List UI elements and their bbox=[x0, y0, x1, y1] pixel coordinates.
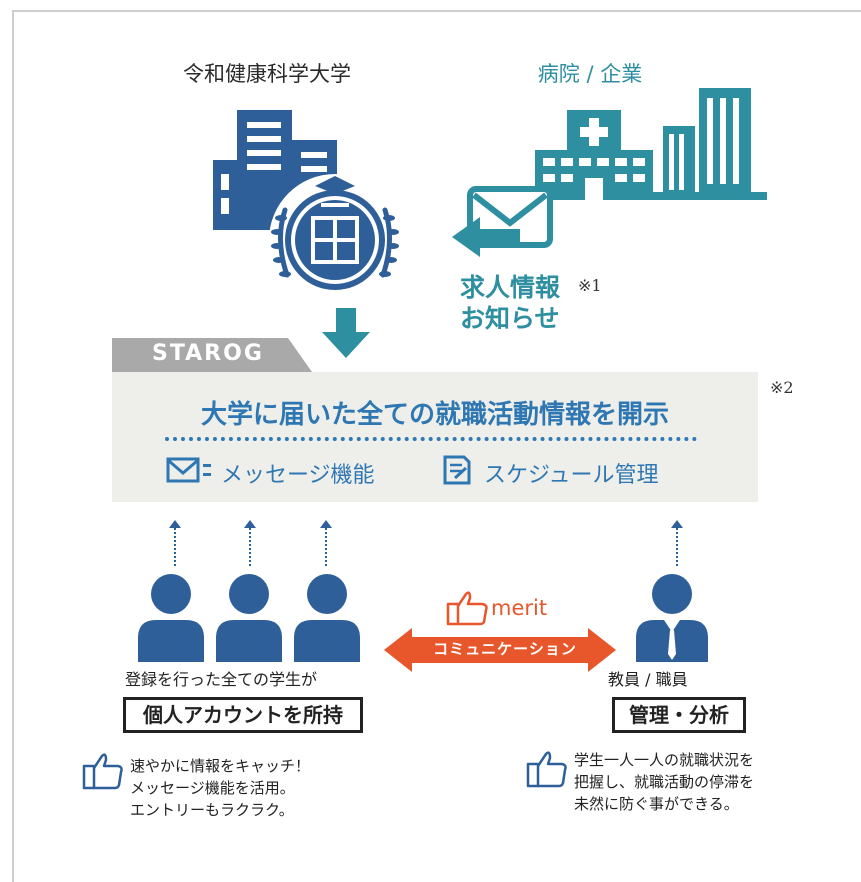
staff-label: 教員 / 職員 bbox=[608, 670, 688, 689]
staff-benefit-3: 未然に防ぐ事ができる。 bbox=[574, 795, 739, 813]
job-info-label: 求人情報 お知らせ bbox=[460, 272, 560, 334]
university-illustration bbox=[213, 110, 401, 306]
office-building-icon bbox=[645, 88, 767, 200]
merit-label: merit bbox=[491, 596, 548, 620]
students-benefit-1: 速やかに情報をキャッチ！ bbox=[130, 757, 311, 775]
panel-headline: 大学に届いた全ての就職活動情報を開示 bbox=[200, 400, 669, 430]
job-info-line2: お知らせ bbox=[460, 304, 560, 333]
starog-tab bbox=[112, 338, 312, 372]
staff-benefit-2: 把握し、就職活動の停滞を bbox=[574, 773, 755, 791]
arrow-left-icon bbox=[452, 217, 520, 257]
university-title: 令和健康科学大学 bbox=[183, 62, 351, 86]
thumbs-up-staff-icon bbox=[526, 751, 567, 788]
hospital-title: 病院 / 企業 bbox=[537, 62, 643, 86]
students-account-box: 個人アカウントを所持 bbox=[123, 697, 363, 733]
message-icon bbox=[166, 457, 211, 483]
up-arrow-student-2 bbox=[244, 520, 256, 568]
up-arrow-student-1 bbox=[169, 520, 181, 568]
down-arrow-icon bbox=[322, 308, 370, 358]
university-seal-icon bbox=[269, 174, 401, 306]
students-label: 登録を行った全ての学生が bbox=[125, 670, 318, 689]
student-icon bbox=[138, 574, 204, 662]
schedule-icon bbox=[443, 455, 471, 485]
students-benefit-2: メッセージ機能を活用。 bbox=[130, 779, 295, 797]
note-1: ※1 bbox=[578, 276, 602, 295]
communication-label: コミュニケーション bbox=[433, 640, 577, 658]
communication-arrow bbox=[384, 628, 616, 672]
students-illustration bbox=[138, 574, 360, 662]
note-2: ※2 bbox=[770, 378, 794, 397]
student-icon bbox=[216, 574, 282, 662]
hospital-building-icon bbox=[535, 110, 653, 200]
mail-arrow-illustration bbox=[452, 186, 553, 257]
up-arrow-student-3 bbox=[320, 520, 332, 568]
staff-manage-box: 管理・分析 bbox=[612, 697, 746, 733]
page-frame bbox=[12, 10, 861, 882]
dotted-divider bbox=[165, 437, 697, 441]
students-benefits: 速やかに情報をキャッチ！ メッセージ機能を活用。 エントリーもラクラク。 bbox=[130, 755, 310, 821]
staff-illustration bbox=[636, 574, 708, 662]
staff-icon bbox=[636, 574, 708, 662]
student-icon bbox=[294, 574, 360, 662]
staff-benefits: 学生一人一人の就職状況を 把握し、就職活動の停滞を 未然に防ぐ事ができる。 bbox=[574, 749, 754, 815]
feature-message: メッセージ機能 bbox=[221, 463, 375, 488]
job-info-line1: 求人情報 bbox=[460, 273, 561, 302]
thumbs-up-merit-icon bbox=[446, 591, 488, 626]
feature-schedule: スケジュール管理 bbox=[484, 463, 659, 488]
up-arrow-staff bbox=[671, 520, 683, 568]
starog-brand: STAROG bbox=[152, 341, 264, 366]
students-benefit-3: エントリーもラクラク。 bbox=[130, 801, 294, 819]
staff-benefit-1: 学生一人一人の就職状況を bbox=[574, 751, 755, 769]
hospital-illustration bbox=[535, 88, 767, 200]
thumbs-up-students-icon bbox=[82, 753, 123, 790]
